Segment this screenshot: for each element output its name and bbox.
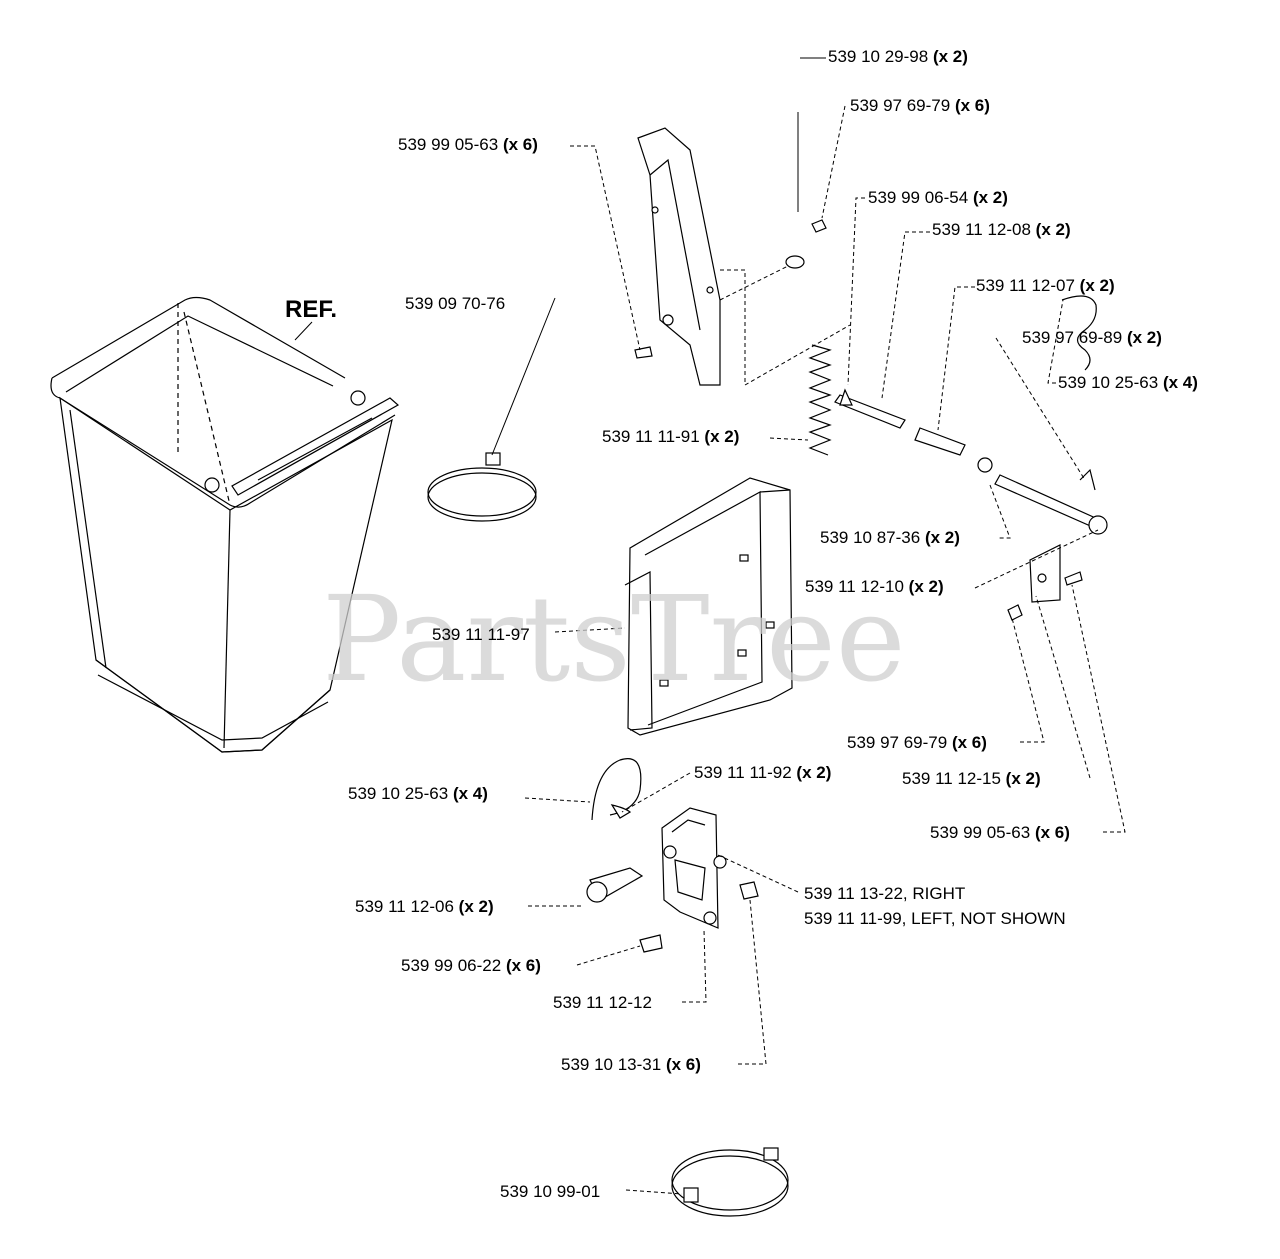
label-539-11-11-99: 539 11 11-99, LEFT, NOT SHOWN <box>804 909 1066 928</box>
label-539-97-69-79-lower: 539 97 69-79 (x 6) <box>847 733 987 752</box>
label-539-99-06-22: 539 99 06-22 (x 6) <box>401 956 541 975</box>
leader-lines <box>491 57 1126 1195</box>
label-539-11-12-06: 539 11 12-06 (x 2) <box>355 897 494 916</box>
hose-clamp-lower <box>671 1147 789 1217</box>
watermark: PartsTree <box>322 570 906 708</box>
hose-clamp-upper <box>427 452 537 522</box>
label-539-11-12-15: 539 11 12-15 (x 2) <box>902 769 1041 788</box>
mounting-bracket-upright <box>634 127 721 386</box>
label-539-10-87-36: 539 10 87-36 (x 2) <box>820 528 960 547</box>
label-539-11-12-10: 539 11 12-10 (x 2) <box>805 577 944 596</box>
label-539-99-06-54: 539 99 06-54 (x 2) <box>868 188 1008 207</box>
label-539-10-25-63-lower: 539 10 25-63 (x 4) <box>348 784 488 803</box>
label-539-10-25-63-upper: 539 10 25-63 (x 4) <box>1058 373 1198 392</box>
label-539-09-70-76: 539 09 70-76 <box>405 294 505 313</box>
label-539-11-13-22: 539 11 13-22, RIGHT <box>804 884 965 903</box>
spring <box>808 344 832 456</box>
label-539-97-69-89: 539 97 69-89 (x 2) <box>1022 328 1162 347</box>
label-539-11-11-92: 539 11 11-92 (x 2) <box>694 763 831 782</box>
label-539-11-12-07: 539 11 12-07 (x 2) <box>976 276 1115 295</box>
plate-bracket <box>624 477 793 736</box>
label-539-10-29-98: 539 10 29-98 (x 2) <box>828 47 968 66</box>
ref-label: REF. <box>285 296 337 323</box>
label-539-11-12-08: 539 11 12-08 (x 2) <box>932 220 1071 239</box>
pins <box>834 295 1108 621</box>
label-539-11-12-12: 539 11 12-12 <box>553 993 652 1012</box>
label-539-11-11-97: 539 11 11-97 <box>432 625 530 644</box>
bag-assembly <box>50 296 400 753</box>
hinge-lower <box>586 758 759 953</box>
label-539-10-99-01: 539 10 99-01 <box>500 1182 600 1201</box>
label-539-99-05-63-lower: 539 99 05-63 (x 6) <box>930 823 1070 842</box>
label-539-11-11-91: 539 11 11-91 (x 2) <box>602 427 739 446</box>
label-539-10-13-31: 539 10 13-31 (x 6) <box>561 1055 701 1074</box>
part-labels: 539 10 29-98 (x 2) 539 97 69-79 (x 6) 53… <box>348 47 1198 1201</box>
label-539-97-69-79-upper: 539 97 69-79 (x 6) <box>850 96 990 115</box>
label-539-99-05-63-upper: 539 99 05-63 (x 6) <box>398 135 538 154</box>
